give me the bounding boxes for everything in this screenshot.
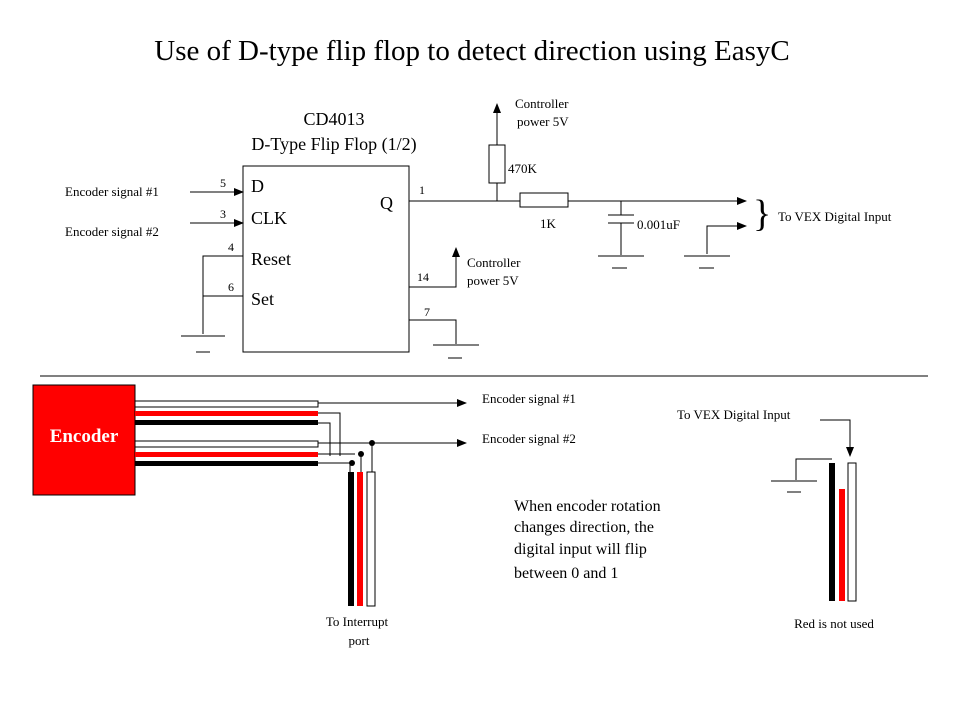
- pin-number-set: 6: [228, 280, 234, 294]
- pullup-resistor-value: 470K: [508, 161, 538, 176]
- pin-number-vss: 7: [424, 305, 430, 319]
- encoder-label: Encoder: [50, 426, 119, 447]
- wiring-label-encoder-1: Encoder signal #1: [482, 391, 576, 406]
- vdd-power-label-line1: Controller: [467, 255, 521, 270]
- chip-input-clk: CLK: [251, 208, 287, 228]
- reset-to-ground-wire: [202, 255, 243, 334]
- vdd-power-label-line2: power 5V: [467, 273, 519, 288]
- ground-icon: [771, 480, 817, 493]
- pin-number-d: 5: [220, 176, 226, 190]
- series-resistor: [519, 192, 569, 208]
- brace-symbol: }: [753, 193, 771, 235]
- interrupt-port-label-line1: To Interrupt: [326, 614, 389, 629]
- pin-number-q: 1: [419, 183, 425, 197]
- black-bus-wire-1: [318, 422, 331, 456]
- red-bus-wire-1: [318, 412, 341, 456]
- vex-input-arrow-icon: [820, 419, 854, 457]
- ground-icon: [181, 335, 225, 353]
- ground-icon: [684, 255, 730, 269]
- chip-output-q: Q: [380, 193, 393, 213]
- pin-number-vdd: 14: [417, 270, 429, 284]
- explanation-note-line3: digital input will flip: [514, 541, 647, 558]
- chip-input-d: D: [251, 176, 264, 196]
- vex-input-label: To VEX Digital Input: [778, 209, 892, 224]
- input-label-encoder-2: Encoder signal #2: [65, 224, 159, 239]
- chip-name: D-Type Flip Flop (1/2): [251, 134, 416, 155]
- capacitor-value: 0.001uF: [637, 217, 680, 232]
- vex-cable-label: To VEX Digital Input: [677, 407, 791, 422]
- explanation-note-line2: changes direction, the: [514, 519, 654, 536]
- interrupt-port-cable: [348, 471, 376, 607]
- chip-input-set: Set: [251, 289, 274, 309]
- explanation-note-line1: When encoder rotation: [514, 498, 661, 515]
- vex-ground-wire: [795, 458, 832, 480]
- unused-wire-label: Red is not used: [794, 616, 874, 631]
- junction-dot: [349, 460, 355, 466]
- interrupt-port-label-line2: port: [349, 633, 370, 648]
- flip-flop-chip-body: [242, 165, 410, 353]
- page-title: Use of D-type flip flop to detect direct…: [154, 35, 789, 67]
- top-power-label-line2: power 5V: [517, 114, 569, 129]
- pin-number-clk: 3: [220, 207, 226, 221]
- vdd-power-wire: [409, 255, 457, 288]
- top-power-label-line1: Controller: [515, 96, 569, 111]
- encoder-ribbon-cable: [134, 400, 319, 466]
- chip-part-number: CD4013: [303, 109, 364, 129]
- ground-out-arrow-icon: [706, 222, 747, 254]
- pullup-resistor: [488, 144, 506, 184]
- ground-icon: [598, 255, 644, 269]
- chip-input-reset: Reset: [251, 249, 291, 269]
- pin-number-reset: 4: [228, 240, 234, 254]
- series-resistor-value: 1K: [540, 216, 557, 231]
- input-label-encoder-1: Encoder signal #1: [65, 184, 159, 199]
- explanation-note-line4: between 0 and 1: [514, 565, 618, 582]
- ground-icon: [433, 344, 479, 359]
- vss-ground-wire: [409, 319, 457, 344]
- encoder-block: [32, 384, 136, 496]
- junction-dot: [369, 440, 375, 446]
- vex-cable: [829, 462, 857, 602]
- junction-dot: [358, 451, 364, 457]
- wiring-label-encoder-2: Encoder signal #2: [482, 431, 576, 446]
